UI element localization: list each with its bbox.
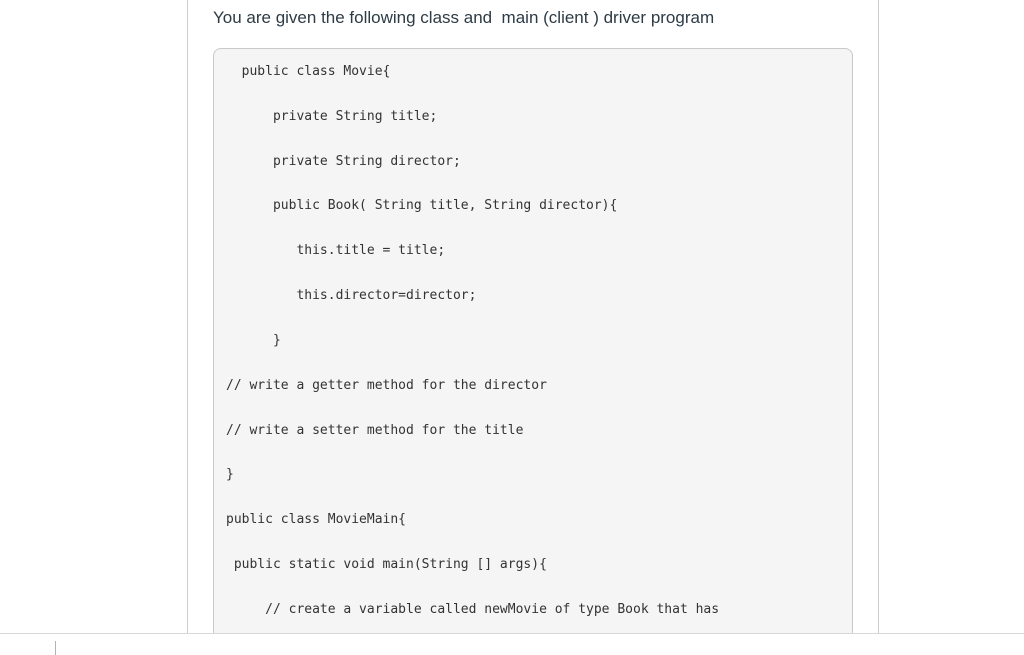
next-section-edge	[55, 641, 56, 655]
code-block: public class Movie{ private String title…	[213, 48, 853, 633]
section-divider	[0, 633, 1024, 634]
question-container: You are given the following class and ma…	[187, 0, 879, 633]
question-prompt: You are given the following class and ma…	[213, 8, 715, 27]
